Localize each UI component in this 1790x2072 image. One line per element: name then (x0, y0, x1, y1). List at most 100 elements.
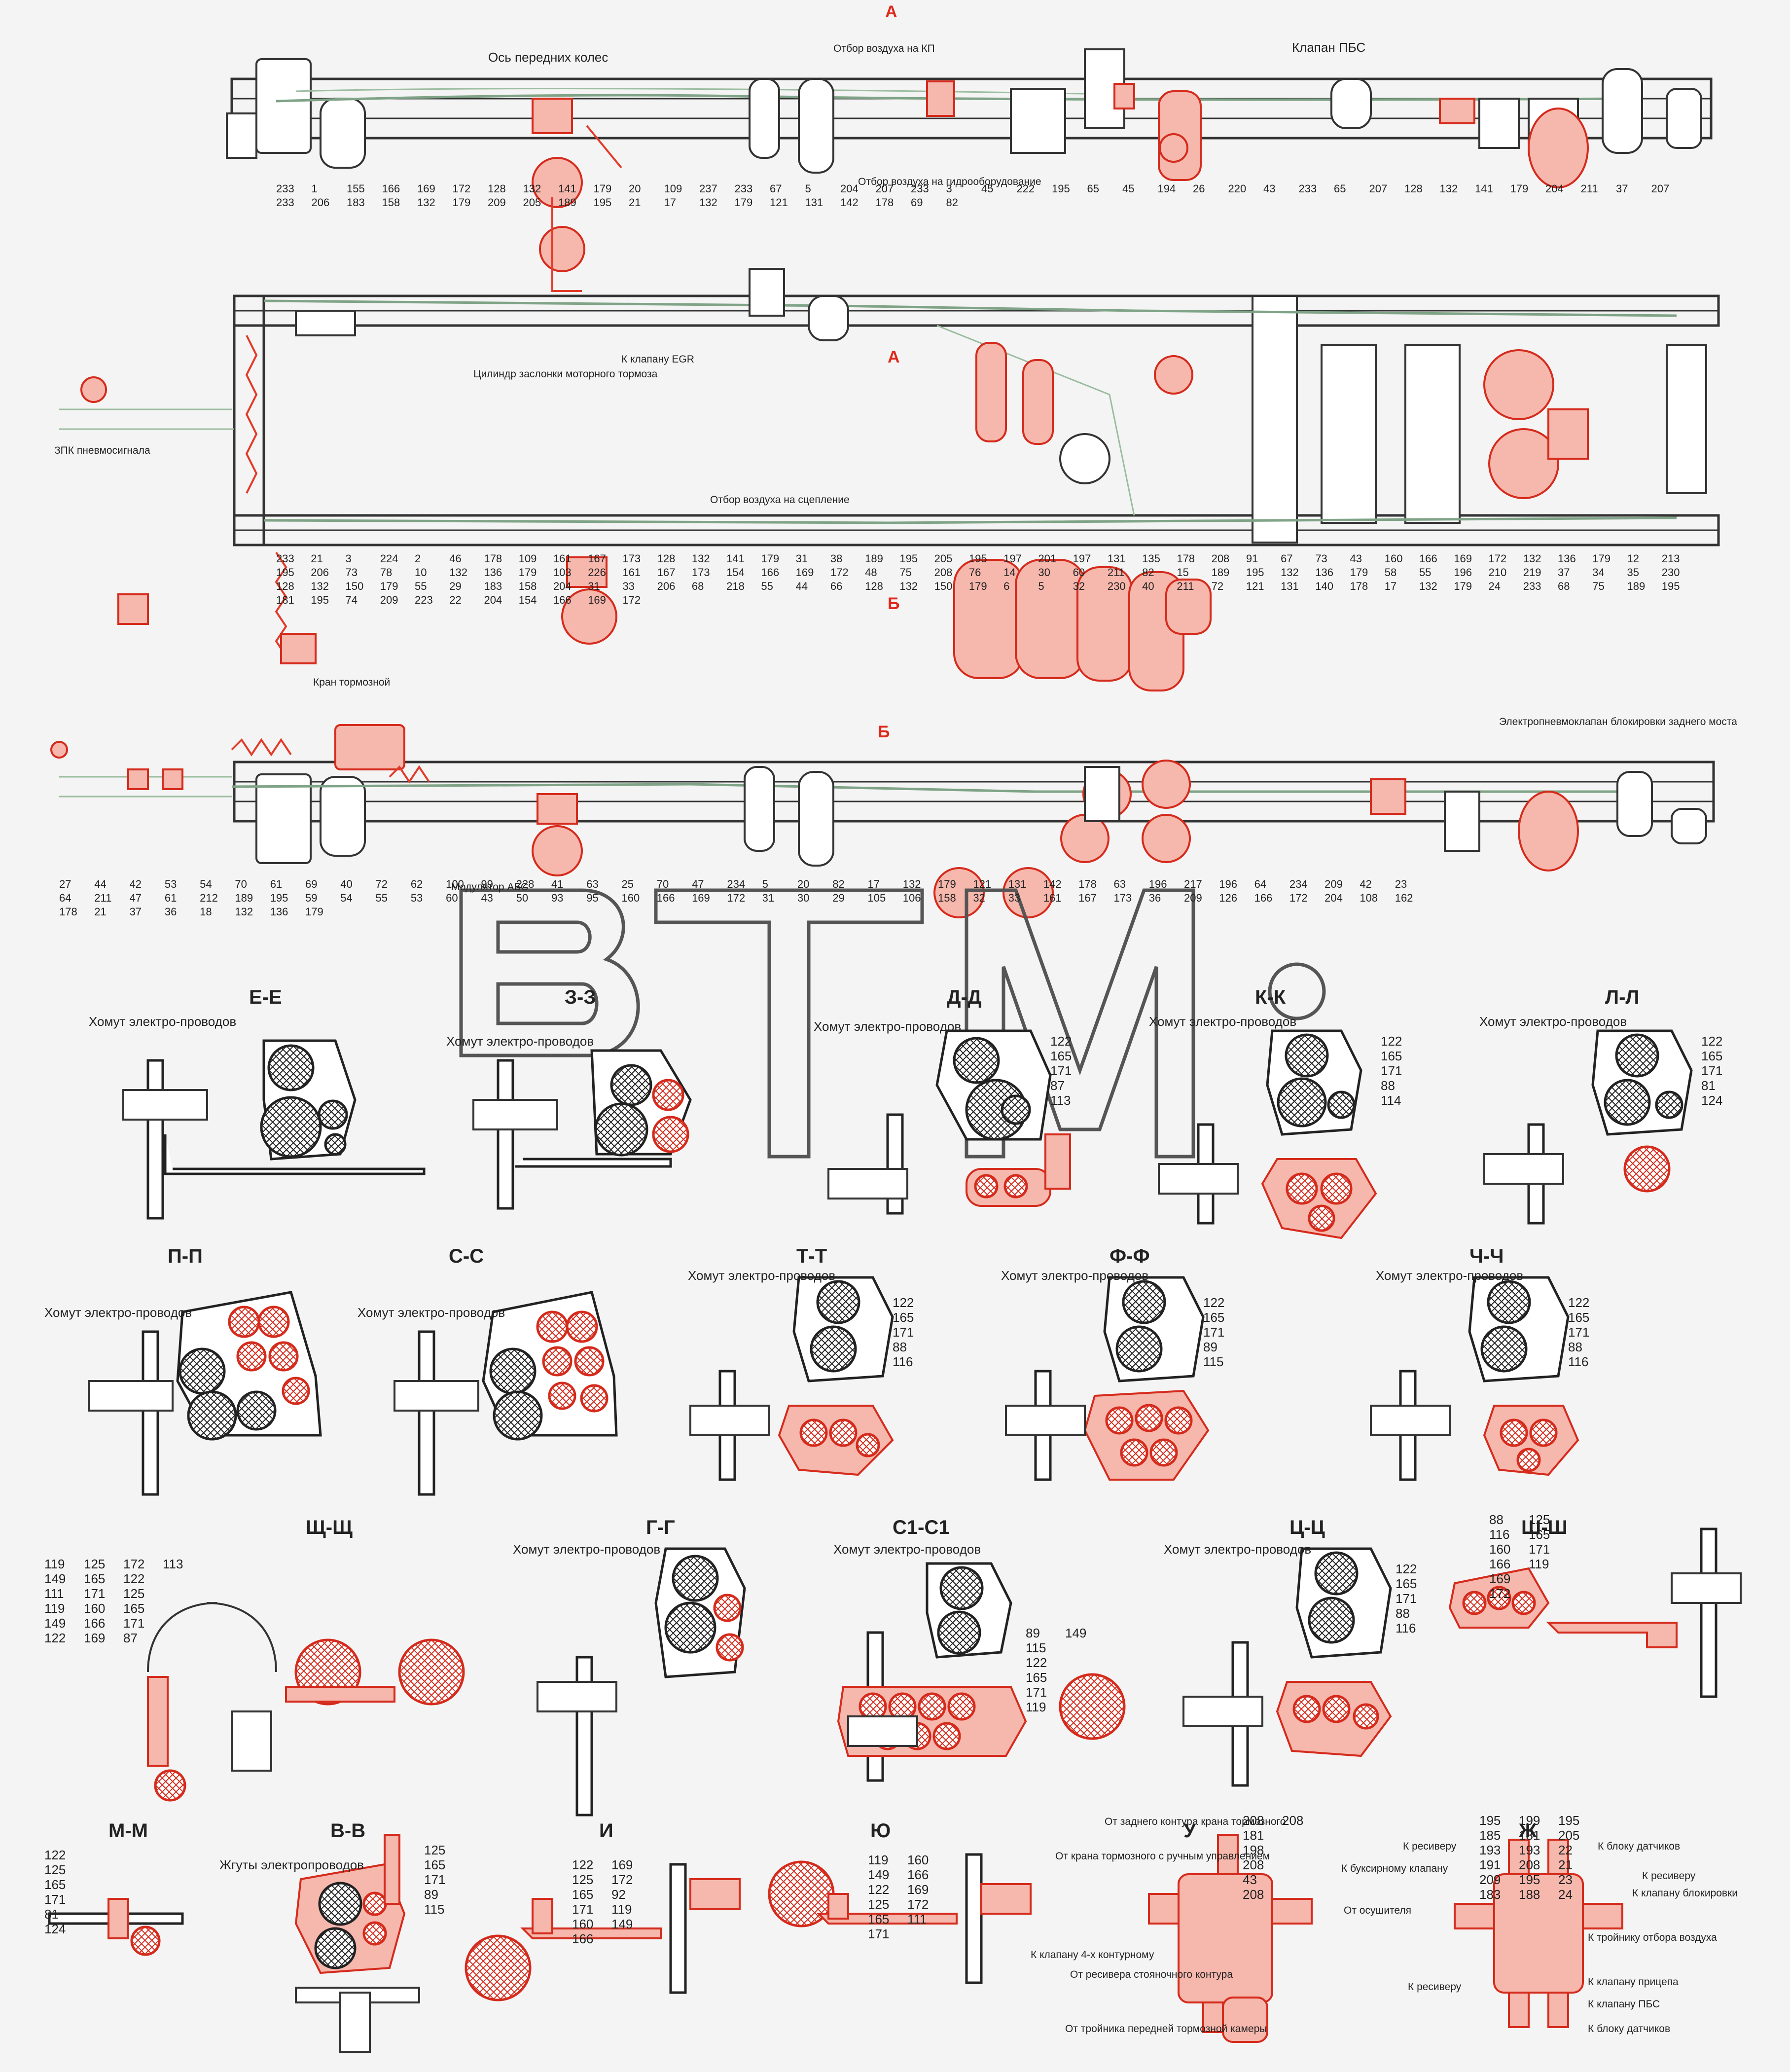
bottom-callout: 36 (1149, 892, 1161, 904)
top-callout: 195 (594, 196, 612, 209)
i-callout: 160 (572, 1917, 593, 1931)
bottom-callout: 20 (797, 878, 809, 890)
middle-callout: 150 (345, 580, 363, 592)
title-vv: В-В (330, 1820, 365, 1842)
middle-callout: 10 (415, 566, 427, 579)
middle-callout: 75 (899, 566, 911, 579)
bottom-callout: 62 (411, 878, 423, 890)
shch-callout: 125 (123, 1586, 144, 1601)
note-zpk: ЗПК пневмосигнала (54, 445, 150, 456)
middle-callout: 154 (726, 566, 745, 579)
top-callout: 3 (946, 182, 952, 195)
top-callout: 172 (453, 182, 471, 195)
title-dd: Д-Д (947, 986, 981, 1008)
i-callout: 169 (611, 1857, 633, 1872)
middle-callout: 135 (1142, 552, 1160, 565)
middle-callout: 132 (1281, 566, 1299, 579)
c1-callout: 122 (1026, 1655, 1047, 1670)
yu-callout: 122 (868, 1882, 889, 1897)
middle-callout: 46 (449, 552, 461, 565)
top-callout: 1 (312, 182, 318, 195)
middle-callout: 2 (415, 552, 421, 565)
vv-callout: 115 (424, 1902, 444, 1917)
middle-callout: 179 (1350, 566, 1368, 579)
arrow-b: Б (888, 594, 899, 613)
bottom-callout: 162 (1395, 892, 1413, 904)
middle-callout: 132 (1419, 580, 1437, 592)
middle-callout: 197 (1003, 552, 1022, 565)
zh-callout: 181 (1519, 1828, 1540, 1843)
title-shsh: Ш-Ш (1521, 1517, 1568, 1538)
middle-callout: 233 (1523, 580, 1541, 592)
middle-callout: 5 (1038, 580, 1044, 592)
zh-callout: 199 (1519, 1813, 1540, 1828)
mm-callout: 165 (44, 1877, 66, 1892)
bottom-callout: 43 (481, 892, 493, 904)
cc-callout: 122 (1396, 1562, 1417, 1576)
bottom-callout: 132 (235, 906, 253, 918)
zh-note-8: К ресиверу (1408, 1981, 1462, 1993)
zh-callout: 185 (1479, 1828, 1501, 1843)
middle-callout: 136 (1315, 566, 1333, 579)
middle-callout: 183 (484, 580, 502, 592)
middle-callout: 73 (1315, 552, 1327, 565)
bottom-callout: 18 (200, 906, 212, 918)
c1-callout: 165 (1026, 1670, 1047, 1685)
i-callout: 149 (611, 1917, 633, 1931)
top-callout: 211 (1581, 182, 1598, 195)
u-callout: 181 (1243, 1828, 1264, 1843)
bottom-callout: 54 (340, 892, 352, 904)
i-callout: 125 (572, 1872, 593, 1887)
clamp-label-ff: Хомут электро-проводов (1001, 1268, 1148, 1283)
title-i: И (599, 1820, 613, 1842)
bottom-callout: 179 (305, 906, 323, 918)
top-callout: 132 (699, 196, 717, 209)
cc-callout: 171 (1396, 1591, 1417, 1606)
zh-callout: 195 (1479, 1813, 1501, 1828)
middle-callout: 103 (553, 566, 572, 579)
bottom-callout: 179 (938, 878, 956, 890)
middle-callout: 55 (1419, 566, 1431, 579)
zh-callout: 209 (1479, 1872, 1501, 1887)
bottom-callout: 63 (1113, 878, 1125, 890)
middle-callout: 179 (1592, 552, 1611, 565)
middle-callout: 154 (519, 594, 537, 606)
title-shch: Щ-Щ (306, 1517, 353, 1538)
middle-callout: 195 (1246, 566, 1264, 579)
clamp-label-tt: Хомут электро-проводов (688, 1268, 835, 1283)
middle-callout: 66 (830, 580, 842, 592)
top-callout: 26 (1193, 182, 1205, 195)
bottom-callout: 108 (1360, 892, 1378, 904)
middle-callout: 35 (1627, 566, 1639, 579)
middle-callout: 67 (1281, 552, 1292, 565)
u-note-0: От заднего контура крана тормозного (1105, 1816, 1286, 1827)
middle-callout: 178 (484, 552, 502, 565)
middle-callout: 195 (899, 552, 918, 565)
top-callout: 233 (911, 182, 929, 195)
middle-callout: 55 (761, 580, 773, 592)
middle-callout: 206 (311, 566, 329, 579)
middle-callout: 178 (1350, 580, 1368, 592)
shsh-callout: 169 (1489, 1571, 1510, 1586)
top-callout: 233 (1299, 182, 1317, 195)
dd-callout: 87 (1050, 1078, 1065, 1093)
shch-callout: 119 (44, 1557, 65, 1571)
mm-callout: 81 (44, 1907, 59, 1922)
title-zz: З-З (565, 986, 596, 1008)
middle-callout: 132 (449, 566, 467, 579)
bottom-callout: 5 (762, 878, 768, 890)
section-c1 (837, 1562, 1126, 1782)
bottom-callout: 72 (376, 878, 388, 890)
middle-callout: 197 (1073, 552, 1091, 565)
section-cc (1182, 1547, 1392, 1787)
bottom-callout: 196 (1219, 878, 1237, 890)
i-callout: 92 (611, 1887, 626, 1902)
middle-callout: 210 (1489, 566, 1507, 579)
bottom-callout: 234 (727, 878, 745, 890)
top-callout: 207 (1369, 182, 1388, 195)
shsh-callout: 171 (1529, 1542, 1550, 1557)
bottom-callout: 40 (340, 878, 352, 890)
middle-callout: 167 (588, 552, 606, 565)
middle-callout: 32 (1073, 580, 1085, 592)
bottom-callout: 217 (1184, 878, 1202, 890)
